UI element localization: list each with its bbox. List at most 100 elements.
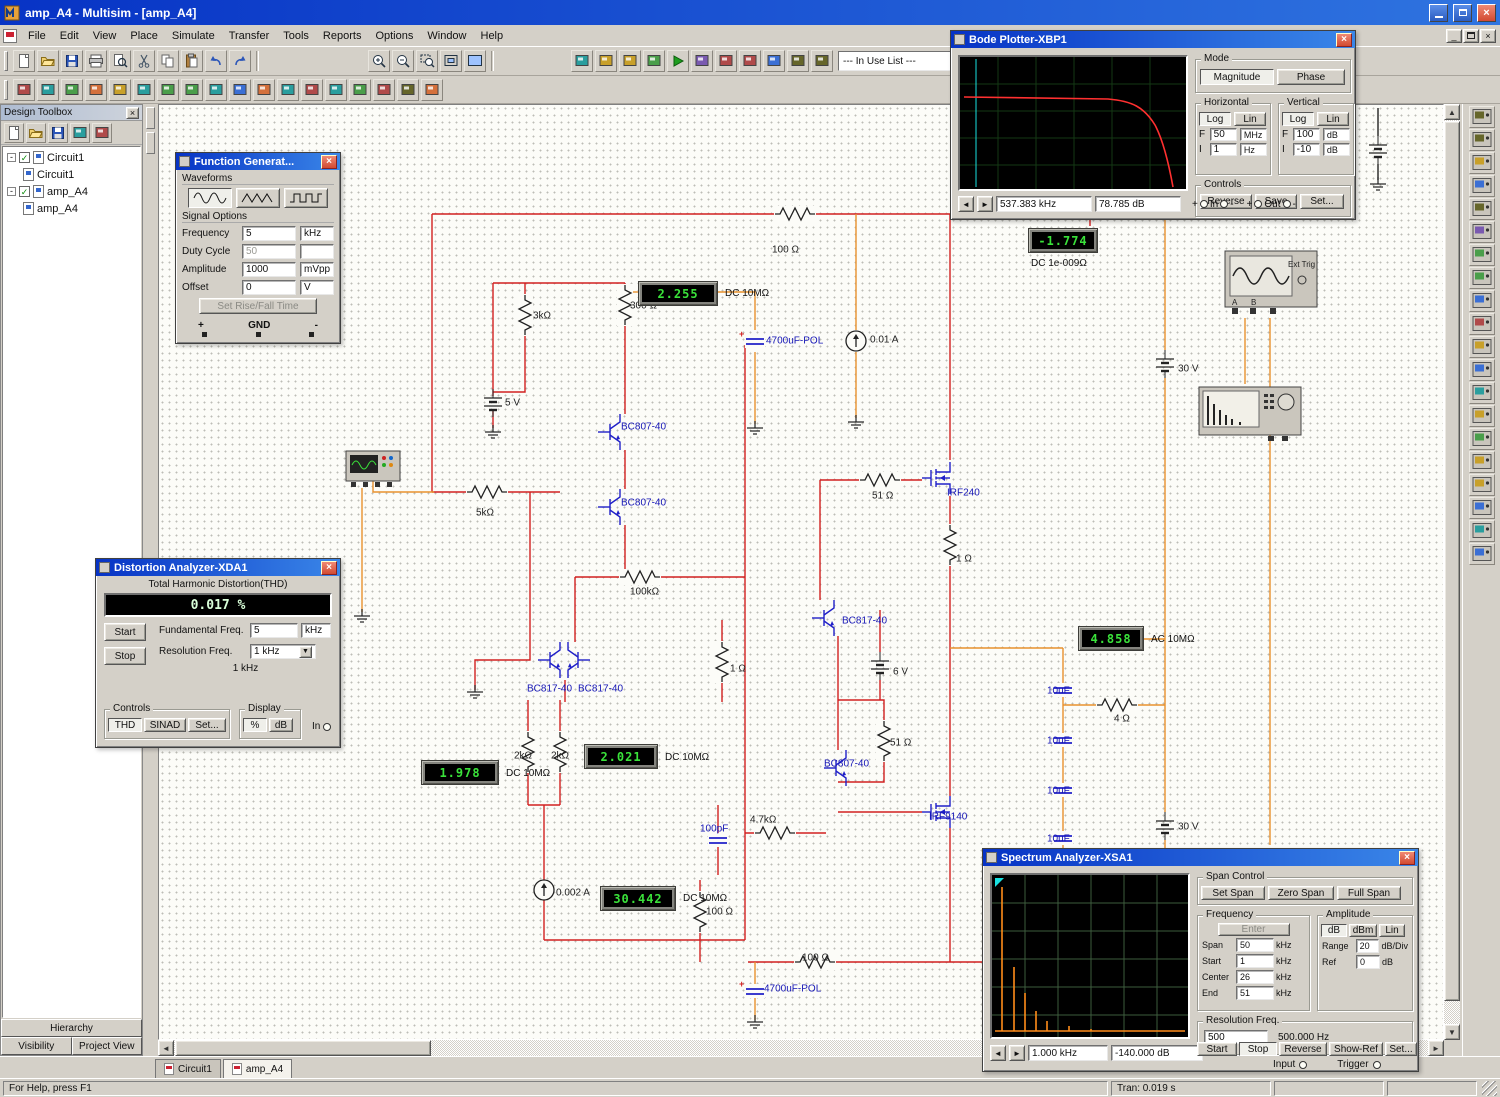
in-minus-terminal[interactable] — [1220, 200, 1229, 208]
show-ref-button[interactable]: Show-Ref — [1329, 1042, 1383, 1056]
place-basic-icon[interactable] — [37, 78, 59, 101]
print-icon[interactable] — [85, 50, 107, 72]
frequency-field[interactable]: 5 — [242, 226, 296, 241]
menu-help[interactable]: Help — [480, 29, 504, 42]
menu-tools[interactable]: Tools — [283, 29, 309, 42]
set-button[interactable]: Set... — [1300, 194, 1344, 209]
mdi-document-icon[interactable] — [3, 28, 17, 43]
plus-terminal[interactable] — [202, 332, 207, 337]
back-annotate-icon[interactable] — [787, 50, 809, 72]
duty-cycle-field[interactable]: 50 — [242, 244, 296, 259]
amplitude-field[interactable]: 1000 — [242, 262, 296, 277]
oscilloscope-icon[interactable] — [1468, 175, 1495, 197]
reverse-button[interactable]: Reverse — [1279, 1042, 1327, 1056]
resolution-freq-combo[interactable]: 1 kHz▼ — [250, 644, 316, 659]
zoom-in-icon[interactable] — [368, 50, 390, 72]
spectrum-analyzer-titlebar[interactable]: Spectrum Analyzer-XSA1 × — [983, 849, 1418, 866]
vertical-scrollbar[interactable]: ▲ ▼ — [1444, 104, 1460, 1040]
tab-hierarchy[interactable]: Hierarchy — [1, 1019, 142, 1037]
lin-button[interactable]: Lin — [1379, 924, 1405, 937]
wattmeter-icon[interactable] — [1468, 152, 1495, 174]
cursor-left-button[interactable]: ◄ — [990, 1045, 1006, 1061]
place-misc-icon[interactable] — [277, 78, 299, 101]
iv-analyzer-icon[interactable] — [1468, 336, 1495, 358]
redo-icon[interactable] — [229, 50, 251, 72]
full-span-button[interactable]: Full Span — [1337, 886, 1401, 900]
zoom-full-icon[interactable] — [464, 50, 486, 72]
sinad-button[interactable]: SINAD — [144, 718, 186, 732]
fundamental-freq-field[interactable]: 5 — [250, 623, 298, 638]
db-button[interactable]: dB — [269, 718, 293, 732]
menu-edit[interactable]: Edit — [59, 29, 79, 42]
scroll-up-icon[interactable]: ▲ — [1444, 104, 1460, 120]
minimize-button[interactable] — [1429, 3, 1448, 22]
out-minus-terminal[interactable] — [1282, 200, 1291, 208]
maximize-button[interactable] — [1453, 3, 1472, 22]
vertical-initial-unit[interactable]: dB — [1322, 143, 1351, 156]
save-icon[interactable] — [61, 50, 83, 72]
set-button[interactable]: Set... — [1385, 1042, 1417, 1056]
horizontal-final-unit[interactable]: MHz — [1239, 128, 1268, 141]
cursor-left-button[interactable]: ◄ — [958, 196, 974, 212]
menu-transfer[interactable]: Transfer — [228, 29, 270, 42]
new-file-icon[interactable] — [13, 50, 35, 72]
toolbar-grip[interactable] — [4, 51, 8, 71]
scroll-down-icon[interactable]: ▼ — [1444, 1024, 1460, 1040]
bode-plotter-icon[interactable] — [1468, 221, 1495, 243]
database-manager-icon[interactable] — [619, 50, 641, 72]
oscilloscope-icon[interactable]: Ext Trig A B — [1224, 250, 1318, 319]
cursor-right-button[interactable]: ► — [1009, 1045, 1025, 1061]
menu-file[interactable]: File — [28, 29, 46, 42]
center-field[interactable]: 26 — [1236, 970, 1274, 984]
dbm-button[interactable]: dBm — [1349, 924, 1377, 937]
vertical-lin-button[interactable]: Lin — [1317, 112, 1349, 126]
tab-visibility[interactable]: Visibility — [1, 1037, 72, 1055]
tree-item-circuit1[interactable]: Circuit1 — [3, 166, 140, 183]
horizontal-initial-field[interactable]: 1 — [1209, 143, 1237, 156]
document-tab-amp_a4[interactable]: amp_A4 — [222, 1059, 293, 1078]
place-misc-digital-icon[interactable] — [181, 78, 203, 101]
tree-item-circuit1[interactable]: -✓Circuit1 — [3, 149, 140, 166]
in-plus-terminal[interactable] — [1199, 200, 1208, 208]
document-tab-circuit1[interactable]: Circuit1 — [155, 1059, 221, 1078]
horizontal-initial-unit[interactable]: Hz — [1239, 143, 1268, 156]
percent-button[interactable]: % — [243, 718, 267, 732]
ref-field[interactable]: 0 — [1356, 955, 1380, 969]
place-indicator-icon[interactable] — [229, 78, 251, 101]
triangle-wave-button[interactable] — [236, 188, 280, 208]
design-toolbox-titlebar[interactable]: Design Toolbox × — [1, 105, 142, 121]
magnitude-button[interactable]: Magnitude — [1200, 69, 1274, 85]
spectrum-analyzer-icon[interactable] — [1198, 386, 1302, 445]
thd-button[interactable]: THD — [108, 718, 142, 732]
horizontal-lin-button[interactable]: Lin — [1234, 112, 1266, 126]
cursor-right-button[interactable]: ► — [977, 196, 993, 212]
tab-project-view[interactable]: Project View — [71, 1037, 142, 1055]
start-field[interactable]: 1 — [1236, 954, 1274, 968]
zoom-fit-icon[interactable] — [440, 50, 462, 72]
current-clamp-icon[interactable] — [1468, 543, 1495, 565]
frequency-counter-icon[interactable] — [1468, 244, 1495, 266]
place-mcu-icon[interactable] — [373, 78, 395, 101]
menu-window[interactable]: Window — [427, 29, 467, 42]
function-generator-titlebar[interactable]: Function Generat... × — [176, 153, 340, 170]
close-icon[interactable]: × — [126, 106, 139, 119]
menu-reports[interactable]: Reports — [322, 29, 362, 42]
place-hierarchical-icon[interactable] — [397, 78, 419, 101]
bode-plotter-titlebar[interactable]: Bode Plotter-XBP1 × — [951, 31, 1355, 48]
expander-icon[interactable]: - — [7, 153, 16, 162]
place-mixed-icon[interactable] — [205, 78, 227, 101]
close-button[interactable]: × — [1477, 3, 1496, 22]
place-bus-icon[interactable] — [421, 78, 443, 101]
open-file-icon[interactable] — [26, 122, 46, 143]
agilent-multimeter-icon[interactable] — [1468, 451, 1495, 473]
tree-item-amp_a4[interactable]: amp_A4 — [3, 200, 140, 217]
undo-icon[interactable] — [205, 50, 227, 72]
minus-terminal[interactable] — [309, 332, 314, 337]
logic-analyzer-icon[interactable] — [1468, 290, 1495, 312]
in-terminal[interactable] — [323, 722, 332, 731]
vertical-final-unit[interactable]: dB — [1322, 128, 1351, 141]
menu-place[interactable]: Place — [130, 29, 158, 42]
stop-button[interactable]: Stop — [104, 647, 146, 665]
multimeter-icon[interactable] — [1468, 106, 1495, 128]
print-preview-icon[interactable] — [109, 50, 131, 72]
